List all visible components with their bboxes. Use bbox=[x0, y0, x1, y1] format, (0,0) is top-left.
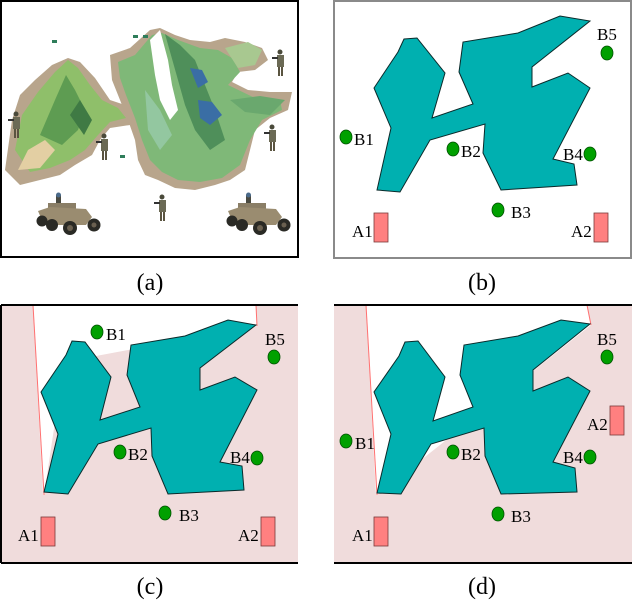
target-B3: B3 bbox=[491, 202, 531, 222]
svg-text:A2: A2 bbox=[238, 526, 259, 545]
svg-text:A1: A1 bbox=[18, 526, 39, 545]
svg-text:B5: B5 bbox=[597, 25, 617, 44]
agent-A1: A1 bbox=[352, 516, 389, 547]
soldier-icon bbox=[264, 124, 276, 151]
target-B2: B2 bbox=[446, 141, 481, 161]
soldier-icon bbox=[272, 49, 284, 76]
agent-A2: A2 bbox=[238, 516, 276, 547]
terrain-illustration bbox=[0, 0, 299, 258]
svg-text:B3: B3 bbox=[179, 506, 199, 525]
svg-text:B4: B4 bbox=[230, 448, 250, 467]
svg-text:A2: A2 bbox=[571, 222, 592, 241]
soldier-icon bbox=[8, 111, 20, 138]
svg-text:B2: B2 bbox=[461, 142, 481, 161]
target-B5: B5 bbox=[597, 330, 617, 365]
robot-vehicle-icon bbox=[226, 192, 291, 235]
caption-b: (b) bbox=[468, 270, 496, 296]
speck bbox=[143, 35, 148, 38]
agent-A2: A2 bbox=[587, 405, 625, 436]
central-mountain bbox=[110, 28, 292, 190]
robot-vehicle-icon bbox=[36, 192, 101, 235]
target-B4: B4 bbox=[230, 448, 264, 467]
agent-A2: A2 bbox=[571, 212, 609, 243]
agent-A1: A1 bbox=[18, 516, 56, 547]
agent-A1: A1 bbox=[352, 212, 389, 243]
left-mountain bbox=[5, 58, 135, 185]
target-B1: B1 bbox=[339, 129, 374, 149]
target-B3: B3 bbox=[491, 506, 531, 526]
svg-text:B5: B5 bbox=[597, 330, 617, 349]
target-B1: B1 bbox=[90, 324, 126, 344]
target-B4: B4 bbox=[563, 448, 597, 467]
map-b: B1 B2 B3 B4 B5 A1 A2 bbox=[333, 0, 632, 259]
target-B3: B3 bbox=[158, 505, 199, 525]
svg-text:B3: B3 bbox=[511, 203, 531, 222]
caption-a: (a) bbox=[136, 270, 164, 296]
svg-text:B1: B1 bbox=[355, 434, 375, 453]
svg-text:A1: A1 bbox=[352, 526, 373, 545]
target-B5: B5 bbox=[265, 330, 285, 365]
panel-d-map: B1 B2 B3 B4 B5 A1 A2 bbox=[332, 302, 634, 567]
svg-text:A1: A1 bbox=[352, 222, 373, 241]
map-d: B1 B2 B3 B4 B5 A1 A2 bbox=[334, 304, 632, 564]
panel-c-map: B1 B2 B3 B4 B5 A1 A2 bbox=[0, 302, 300, 567]
obstacle-polygon bbox=[373, 15, 592, 193]
svg-text:A2: A2 bbox=[587, 415, 608, 434]
target-B1: B1 bbox=[339, 433, 375, 453]
target-B2: B2 bbox=[113, 444, 148, 464]
svg-text:B4: B4 bbox=[563, 145, 583, 164]
svg-text:B1: B1 bbox=[354, 130, 374, 149]
target-B2: B2 bbox=[446, 444, 481, 464]
panel-a-terrain-scene bbox=[0, 0, 300, 260]
caption-c: (c) bbox=[136, 574, 164, 600]
speck bbox=[120, 155, 125, 158]
svg-text:B2: B2 bbox=[461, 445, 481, 464]
svg-text:B1: B1 bbox=[106, 325, 126, 344]
svg-text:B3: B3 bbox=[511, 507, 531, 526]
target-B4: B4 bbox=[563, 145, 597, 164]
map-c: B1 B2 B3 B4 B5 A1 A2 bbox=[0, 304, 298, 564]
svg-text:B5: B5 bbox=[265, 330, 285, 349]
caption-d: (d) bbox=[468, 574, 496, 600]
panel-b-map: B1 B2 B3 B4 B5 A1 A2 bbox=[332, 0, 634, 262]
soldier-icon bbox=[96, 133, 108, 160]
speck bbox=[133, 35, 138, 38]
obstacle-polygon bbox=[373, 319, 592, 495]
svg-text:B2: B2 bbox=[128, 445, 148, 464]
obstacle-polygon bbox=[40, 319, 258, 495]
speck bbox=[52, 40, 57, 43]
soldier-icon bbox=[154, 194, 166, 221]
svg-text:B4: B4 bbox=[563, 448, 583, 467]
target-B5: B5 bbox=[597, 25, 617, 61]
